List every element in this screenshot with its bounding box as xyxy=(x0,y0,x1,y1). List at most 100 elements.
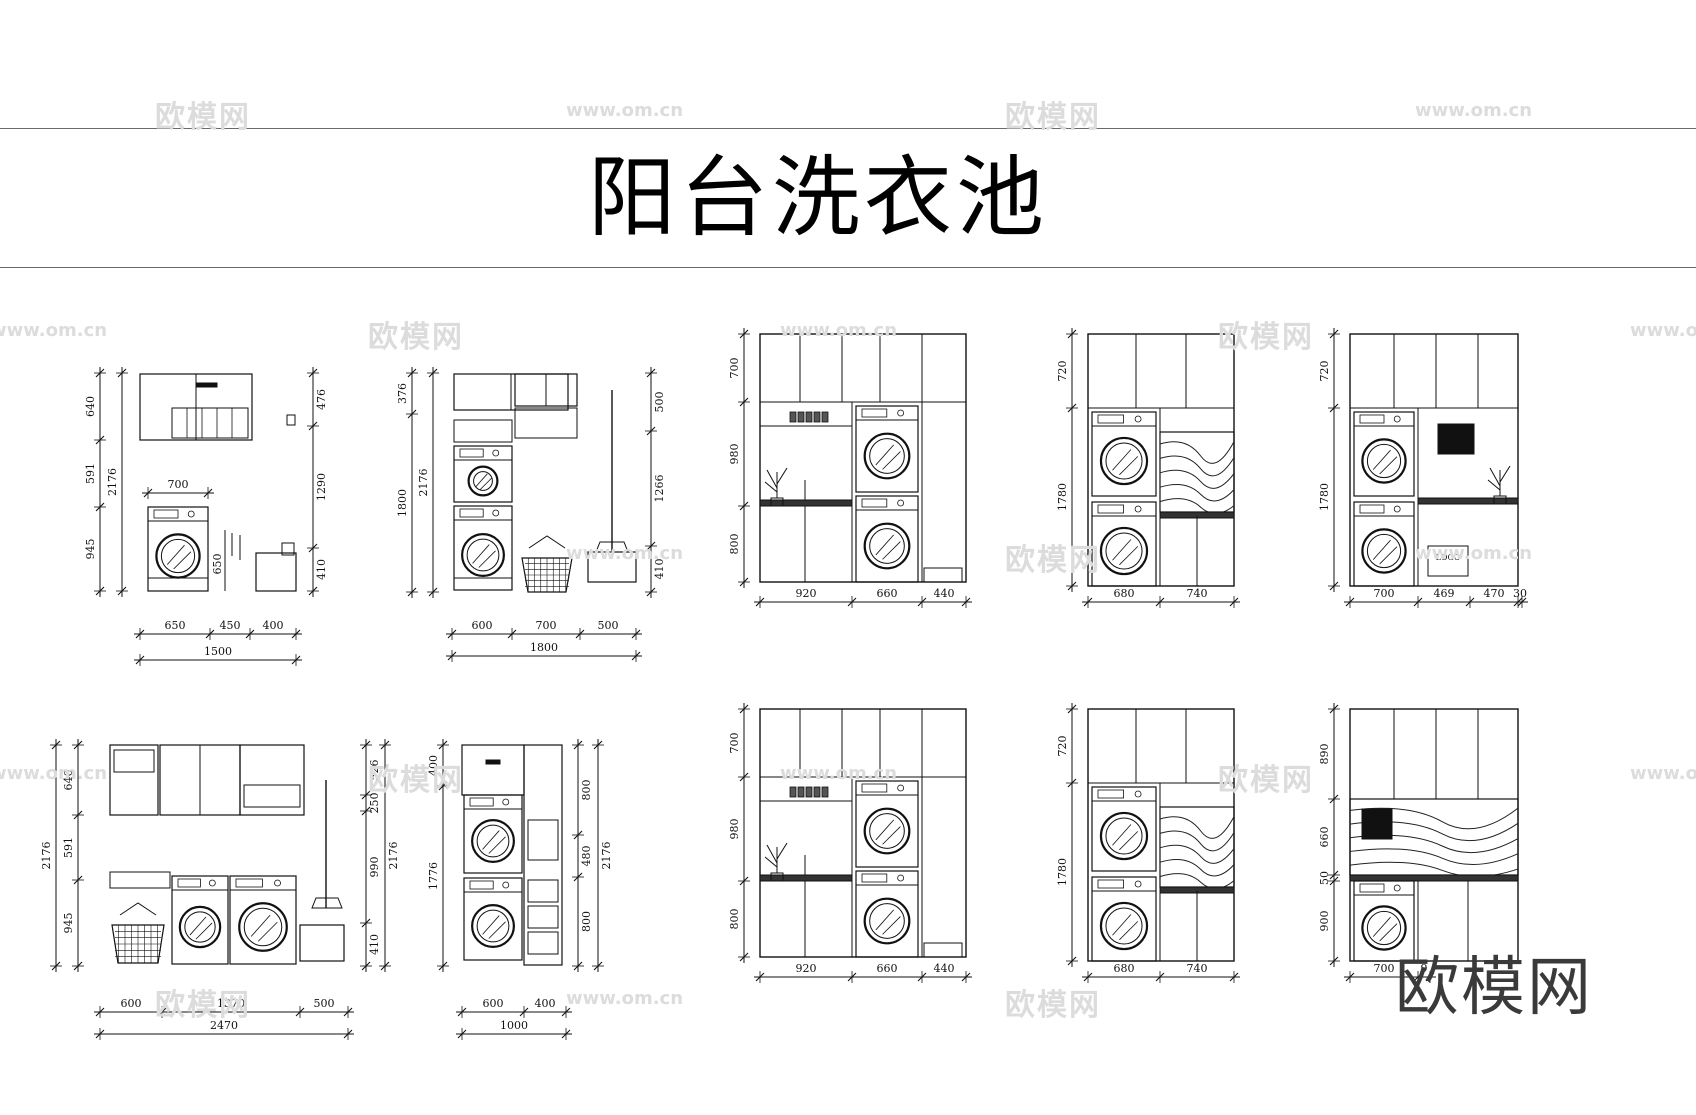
cabinet-handle xyxy=(485,759,501,765)
washer-door-glass xyxy=(1366,443,1402,479)
tall-cabinet-top xyxy=(461,744,525,796)
washer-knob xyxy=(1134,415,1142,423)
washer-door xyxy=(1099,811,1149,861)
washer-knob xyxy=(897,784,905,792)
folded-towel xyxy=(789,786,797,798)
washer-glass-glare xyxy=(875,444,894,466)
dimension-label: 740 xyxy=(1187,587,1208,600)
washer-base xyxy=(147,577,209,592)
washer-glass-glare xyxy=(882,826,901,845)
marble-vein xyxy=(1159,816,1235,839)
drawer xyxy=(527,905,559,929)
washer-glass-glare xyxy=(875,819,894,841)
washer-glass-glare xyxy=(1112,824,1132,846)
washer-G xyxy=(1353,501,1415,587)
washer-door xyxy=(863,807,911,855)
dimension-label: 800 xyxy=(728,909,741,930)
dimension-label: 469 xyxy=(1434,587,1455,600)
washer-E xyxy=(855,495,919,583)
dimension-label: 250 xyxy=(368,793,381,814)
dimension-label: 1780 xyxy=(1056,483,1069,511)
storage-box xyxy=(923,942,963,958)
logo-text: LOGO xyxy=(1436,553,1461,562)
dimension-label: 920 xyxy=(796,962,817,975)
marble-panel xyxy=(1159,431,1235,513)
washer-knob xyxy=(1393,884,1401,892)
dimension-label: 440 xyxy=(934,962,955,975)
folded-towel xyxy=(805,411,813,423)
dimension-label: 660 xyxy=(877,962,898,975)
cabinet-handle xyxy=(196,382,218,388)
dimension-label: 700 xyxy=(168,478,189,491)
washer-knob xyxy=(1134,505,1142,513)
tall-wall-outline-H xyxy=(759,708,967,958)
washer-display xyxy=(469,880,494,890)
washer-display xyxy=(1097,504,1125,514)
washer-door xyxy=(1099,436,1149,486)
dimension-label: 1800 xyxy=(530,641,558,654)
dimension-label: 700 xyxy=(1374,962,1395,975)
watermark-url-2: www.om.cn xyxy=(1415,100,1533,121)
marble-vein xyxy=(1349,848,1519,866)
washer-door-glass xyxy=(476,824,510,858)
washer-display xyxy=(861,783,888,793)
washer-display xyxy=(1359,504,1385,514)
dimension-label: 1266 xyxy=(653,475,666,503)
dimension-label: 400 xyxy=(427,755,440,776)
dimension-label: 500 xyxy=(653,392,666,413)
dimension-label: 1800 xyxy=(396,489,409,517)
wall-outline-G xyxy=(1349,333,1519,587)
dryer-E xyxy=(855,405,919,493)
dimension-label: 700 xyxy=(536,619,557,632)
washer-knob xyxy=(274,879,281,887)
dimension-label: 900 xyxy=(1318,911,1331,932)
washer-display xyxy=(1359,414,1385,424)
washer-glass-glare xyxy=(1119,456,1139,476)
laundry-sink xyxy=(299,924,345,962)
dryer-G xyxy=(1353,411,1415,497)
watermark-logo-8: 欧模网 xyxy=(155,988,251,1023)
washer-door xyxy=(238,902,288,952)
dimension-label: 400 xyxy=(263,619,284,632)
washer-glass-glare xyxy=(173,551,192,570)
watermark-logo-6: 欧模网 xyxy=(368,763,464,798)
cabinet-glass-shelf xyxy=(243,784,301,808)
dimension-label: 720 xyxy=(1056,361,1069,382)
washer-glass-glare xyxy=(482,830,500,850)
dimension-label: 640 xyxy=(84,396,97,417)
watermark-url-6: www.om.cn xyxy=(566,543,684,564)
washer-glass-glare xyxy=(1379,546,1398,565)
dimension-label: 480 xyxy=(580,846,593,867)
dimension-label: 591 xyxy=(84,463,97,484)
cabinet-shelf xyxy=(527,819,559,861)
marble-vein xyxy=(1159,844,1235,864)
watermark-url-4: www.om.cn xyxy=(0,320,108,341)
dryer-I xyxy=(1091,786,1157,872)
washer-glass-glare xyxy=(1119,921,1139,941)
countertop xyxy=(759,874,853,882)
watermark-logo-7: 欧模网 xyxy=(1218,763,1314,798)
folded-towel xyxy=(821,411,829,423)
washer-glass-glare xyxy=(189,916,207,936)
dimension-label: 440 xyxy=(934,587,955,600)
watermark-logo-1: 欧模网 xyxy=(155,100,251,135)
washer-glass-glare xyxy=(482,915,500,935)
washer-door xyxy=(178,905,222,949)
washer-glass-glare xyxy=(478,550,496,568)
dimension-label: 1500 xyxy=(204,645,232,658)
washer-glass-glare xyxy=(1379,456,1398,475)
washer-glass-glare xyxy=(195,922,213,940)
washer-glass-glare xyxy=(1372,916,1391,937)
plant-leaf xyxy=(766,469,778,489)
dimension-label: 980 xyxy=(728,819,741,840)
marble-vein xyxy=(1159,483,1235,502)
washer-glass-glare xyxy=(250,914,271,937)
folded-towel xyxy=(813,411,821,423)
washer-glass-glare xyxy=(1119,546,1139,566)
dimension-label: 800 xyxy=(580,911,593,932)
washer-knob xyxy=(897,874,905,882)
washer-display xyxy=(861,408,888,418)
dimension-label: 720 xyxy=(1056,736,1069,757)
washer-door xyxy=(863,432,911,480)
